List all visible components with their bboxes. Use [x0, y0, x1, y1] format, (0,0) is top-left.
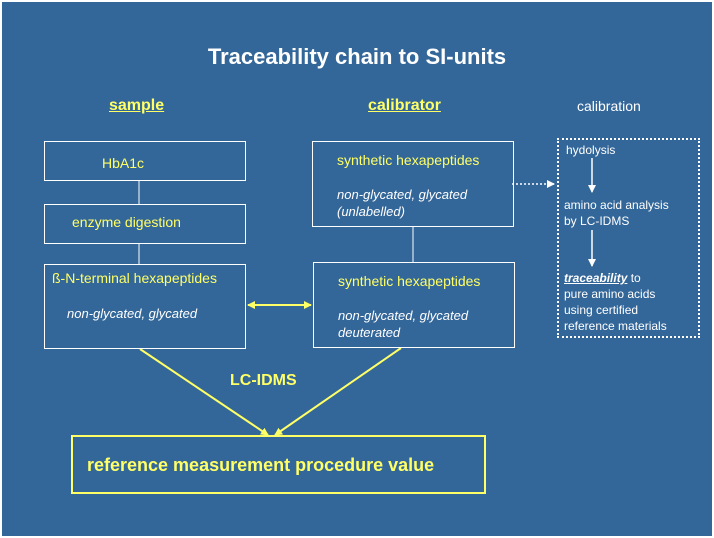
sample-hexapeptides-title: ß-N-terminal hexapeptides	[52, 270, 217, 286]
traceability-word: traceability	[564, 271, 628, 285]
box-calibrator-unlabelled: synthetic hexapeptides non-glycated, gly…	[312, 141, 514, 227]
hba1c-label: HbA1c	[102, 155, 145, 171]
traceability-line: traceability to	[564, 271, 641, 285]
hydrolysis-label: hydolysis	[566, 143, 616, 157]
calibrator-bottom-sub-2: deuterated	[338, 325, 401, 340]
sample-hexapeptides-sub: non-glycated, glycated	[67, 306, 198, 321]
using-certified-label: using certified	[564, 303, 639, 317]
box-calibrator-deuterated: synthetic hexapeptides non-glycated, gly…	[313, 262, 515, 348]
box-sample-hexapeptides: ß-N-terminal hexapeptides non-glycated, …	[44, 264, 246, 349]
lc-idms-analysis-label: by LC-IDMS	[564, 214, 630, 228]
enzyme-digestion-label: enzyme digestion	[72, 214, 181, 230]
page-title: Traceability chain to SI-units	[207, 44, 507, 69]
calibrator-bottom-sub-1: non-glycated, glycated	[338, 308, 469, 323]
box-calibration: hydolysis amino acid analysis by LC-IDMS…	[557, 138, 700, 338]
header-sample: sample	[109, 97, 165, 114]
result-label: reference measurement procedure value	[87, 455, 435, 475]
calibrator-top-sub-2: (unlabelled)	[337, 204, 405, 219]
arrow-sample-to-result	[139, 348, 269, 436]
header-calibrator: calibrator	[368, 97, 441, 114]
pure-amino-acids-label: pure amino acids	[564, 287, 656, 301]
header-calibration: calibration	[577, 98, 641, 114]
box-enzyme-digestion: enzyme digestion	[44, 204, 246, 244]
calibrator-bottom-title: synthetic hexapeptides	[338, 273, 481, 289]
amino-acid-analysis-label: amino acid analysis	[564, 198, 669, 212]
box-hba1c: HbA1c	[44, 141, 246, 181]
calibrator-top-sub-1: non-glycated, glycated	[337, 187, 468, 202]
calibrator-top-title: synthetic hexapeptides	[337, 152, 480, 168]
method-label: LC-IDMS	[230, 372, 297, 389]
arrow-calibrator-to-result	[274, 347, 402, 436]
traceability-rest: to	[627, 271, 641, 285]
box-result: reference measurement procedure value	[71, 435, 486, 494]
reference-materials-label: reference materials	[564, 319, 667, 333]
